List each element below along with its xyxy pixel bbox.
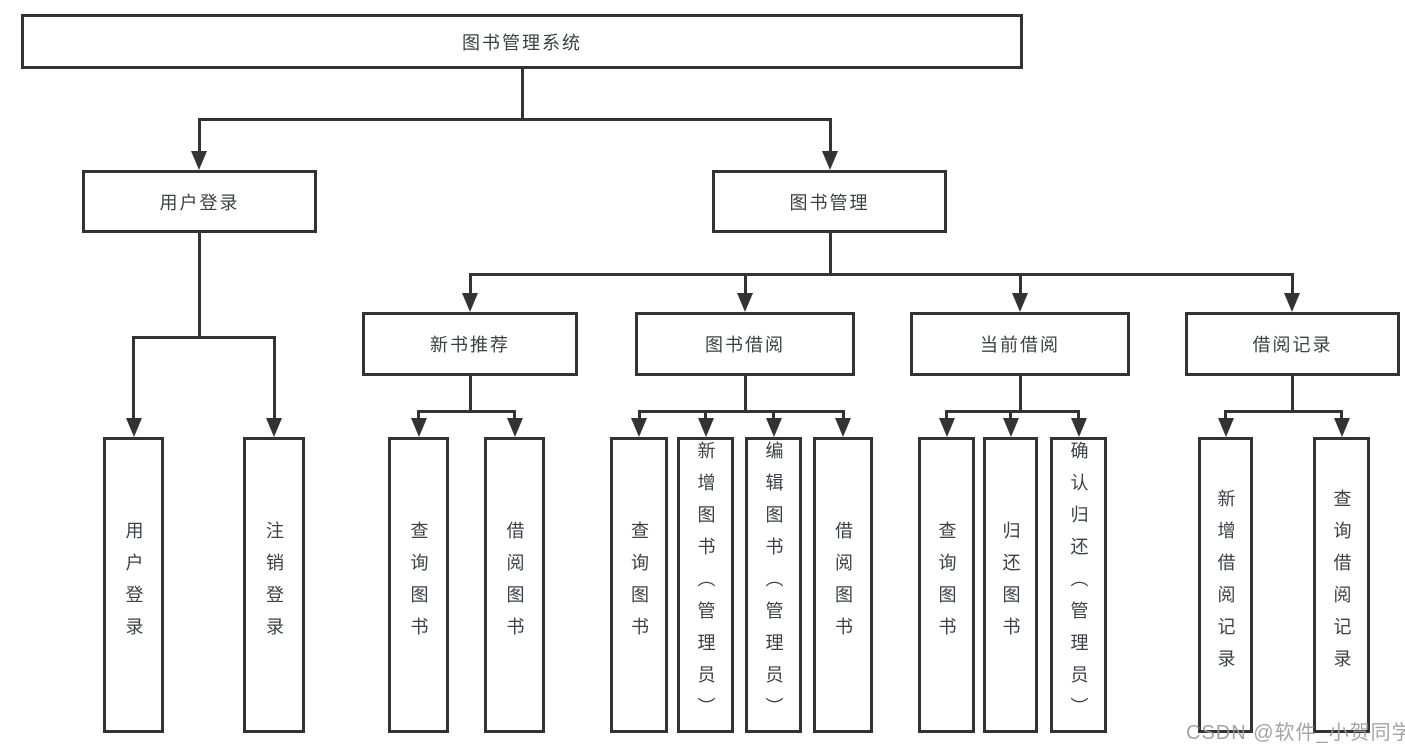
leaf-label: 新增借阅记录	[1215, 489, 1236, 681]
leaf-query-book-recommend: 查询图书	[388, 437, 449, 733]
arrowhead-icon	[125, 418, 142, 437]
leaf-label: 编辑图书（管理员）	[763, 441, 784, 729]
connector-line	[1224, 410, 1227, 420]
connector-line	[841, 410, 845, 420]
leaf-label: 借阅图书	[504, 521, 525, 649]
leaf-label: 查询借阅记录	[1331, 489, 1352, 681]
arrowhead-icon	[410, 418, 427, 437]
connector-rail	[637, 410, 845, 413]
leaf-label: 新增图书（管理员）	[695, 441, 716, 729]
connector-rail	[132, 336, 276, 339]
leaf-add-book-admin: 新增图书（管理员）	[677, 437, 734, 733]
connector-rail	[468, 273, 1294, 276]
connector-line	[772, 410, 775, 420]
leaf-label: 查询图书	[408, 521, 429, 649]
leaf-confirm-return-admin: 确认归还（管理员）	[1050, 437, 1107, 733]
node-book-borrow: 图书借阅	[635, 312, 855, 376]
connector-rail	[417, 410, 516, 413]
arrowhead-icon	[1070, 418, 1087, 437]
connector-line	[743, 376, 747, 410]
connector-line	[945, 410, 948, 420]
node-user-login: 用户登录	[82, 170, 317, 233]
connector-line	[1018, 376, 1022, 410]
leaf-label: 归还图书	[1000, 521, 1021, 649]
leaf-label: 注销登录	[264, 521, 284, 649]
connector-rail	[945, 410, 1080, 413]
connector-line	[1077, 410, 1080, 420]
node-label: 用户登录	[159, 192, 240, 213]
node-current-borrow: 当前借阅	[910, 312, 1130, 376]
connector-line	[513, 410, 516, 420]
connector-line	[637, 410, 641, 420]
node-library-system: 图书管理系统	[21, 14, 1023, 69]
arrowhead-icon	[737, 293, 753, 312]
arrowhead-icon	[938, 418, 955, 437]
arrowhead-icon	[835, 418, 851, 437]
connector-line	[828, 118, 832, 153]
leaf-borrow-book-recommend: 借阅图书	[484, 437, 545, 733]
connector-line	[1018, 273, 1022, 295]
arrowhead-icon	[1333, 418, 1350, 437]
leaf-label: 确认归还（管理员）	[1068, 441, 1089, 729]
arrowhead-icon	[506, 418, 523, 437]
connector-line	[468, 273, 472, 295]
arrowhead-icon	[462, 293, 478, 312]
connector-line	[272, 336, 276, 420]
leaf-label: 借阅图书	[833, 521, 853, 649]
arrowhead-icon	[1217, 418, 1234, 437]
connector-line	[132, 336, 135, 420]
arrowhead-icon	[191, 151, 207, 170]
connector-line	[704, 410, 707, 420]
connector-line	[1009, 410, 1012, 420]
leaf-logout-login: 注销登录	[243, 437, 305, 733]
leaf-return-book: 归还图书	[983, 437, 1038, 733]
connector-line	[417, 410, 420, 420]
leaf-label: 用户登录	[123, 521, 144, 649]
arrowhead-icon	[1284, 293, 1300, 312]
csdn-watermark: CSDN @软件_小贺同学	[1186, 722, 1405, 744]
connector-root-stub	[520, 69, 524, 118]
leaf-edit-book-admin: 编辑图书（管理员）	[745, 437, 802, 733]
arrowhead-icon	[1002, 418, 1019, 437]
leaf-query-book-borrow: 查询图书	[610, 437, 668, 733]
arrowhead-icon	[822, 151, 838, 170]
node-new-book-recommend: 新书推荐	[362, 312, 578, 376]
node-label: 新书推荐	[430, 335, 510, 355]
leaf-add-borrow-record: 新增借阅记录	[1198, 437, 1253, 733]
leaf-borrow-book: 借阅图书	[813, 437, 873, 733]
leaf-label: 查询图书	[936, 521, 957, 649]
arrowhead-icon	[631, 418, 647, 437]
connector-line	[743, 273, 747, 295]
leaf-user-login: 用户登录	[103, 437, 164, 733]
node-label: 借阅记录	[1252, 335, 1333, 355]
connector-line	[828, 233, 832, 273]
connector-line	[468, 376, 472, 410]
connector-line	[1340, 410, 1343, 420]
connector-line	[1290, 273, 1294, 295]
node-label: 图书管理	[789, 192, 870, 213]
leaf-label: 查询图书	[629, 521, 649, 649]
node-book-management: 图书管理	[712, 170, 947, 233]
arrowhead-icon	[765, 418, 782, 437]
connector-line	[197, 118, 201, 153]
leaf-query-borrow-record: 查询借阅记录	[1313, 437, 1370, 733]
arrowhead-icon	[1012, 293, 1028, 312]
connector-line	[197, 233, 201, 336]
connector-root-rail	[197, 118, 832, 121]
connector-line	[1290, 376, 1294, 410]
arrowhead-icon	[266, 418, 282, 437]
node-label: 当前借阅	[980, 335, 1060, 355]
node-borrow-records: 借阅记录	[1185, 312, 1400, 376]
connector-rail	[1224, 410, 1343, 413]
leaf-query-book-current: 查询图书	[918, 437, 975, 733]
node-label: 图书管理系统	[462, 32, 582, 53]
arrowhead-icon	[697, 418, 714, 437]
node-label: 图书借阅	[705, 335, 785, 355]
